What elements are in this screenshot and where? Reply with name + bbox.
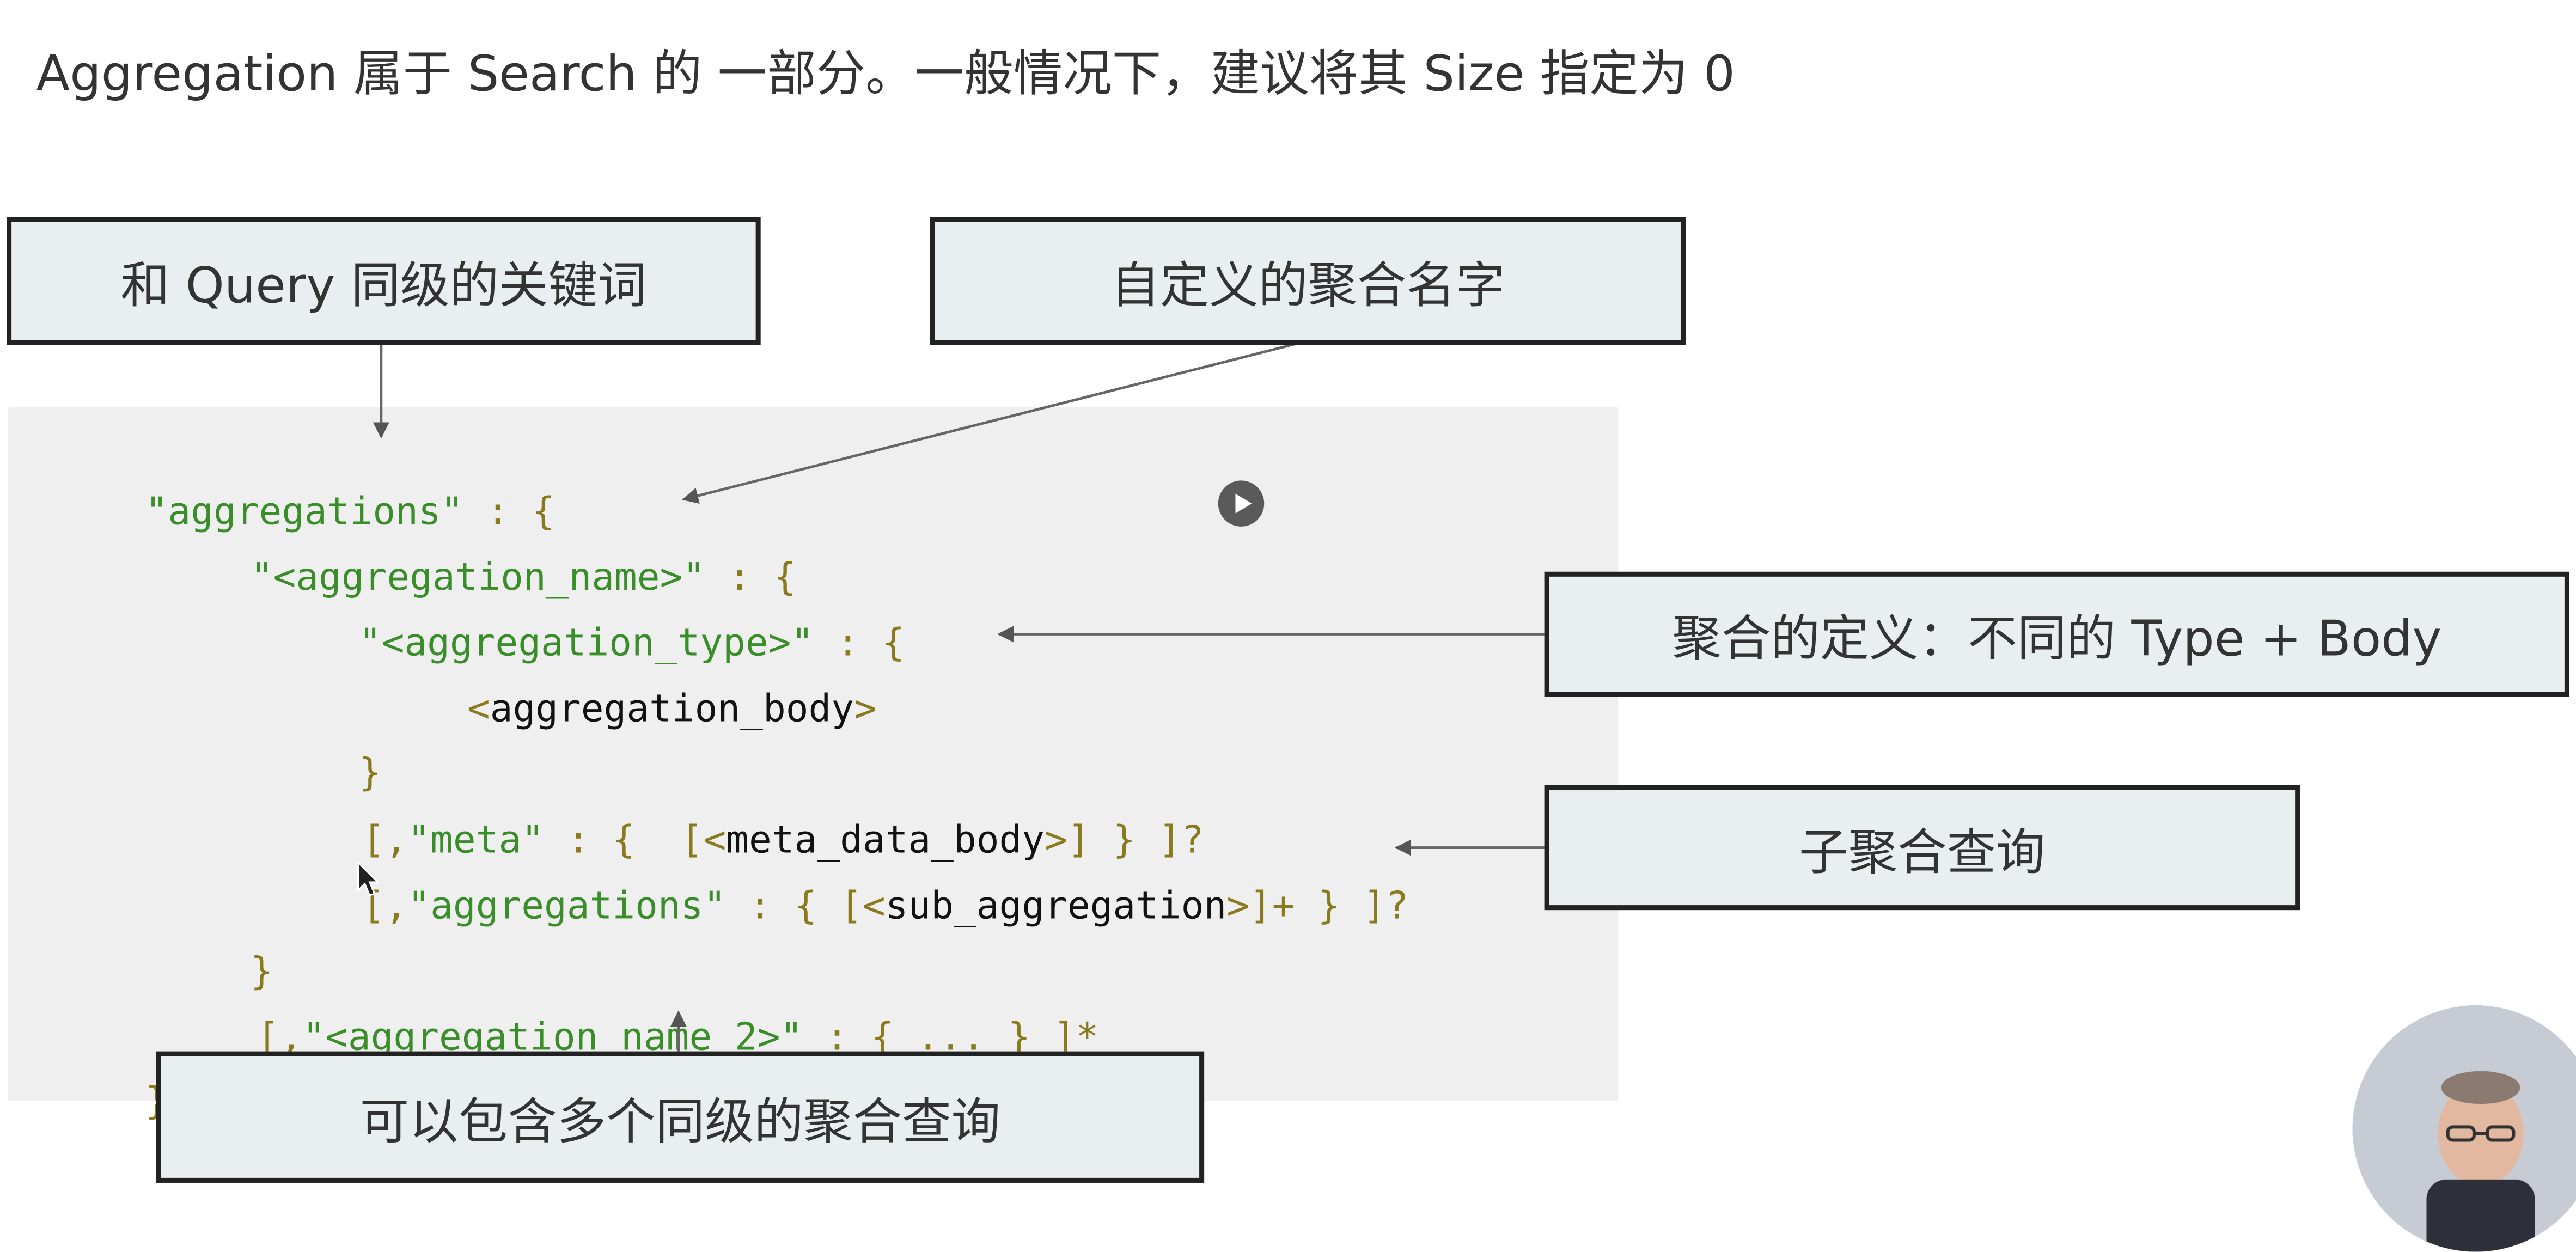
code-text: sub_aggregation [885,885,1227,929]
code-string: "<aggregation_name>" [250,557,706,600]
code-string: "<aggregation_type>" [358,622,814,665]
code-punct: : { [705,557,797,600]
code-line-4: <aggregation_body> [376,636,877,783]
code-punct: : { [< [726,885,886,929]
slide-heading: Aggregation 属于 Search 的 一部分。一般情况下，建议将其 S… [36,46,1735,104]
code-line-6: [,"meta" : { [<meta_data_body>] } ]? [271,767,1204,915]
code-block [8,407,1619,1101]
code-text: aggregation_body [490,688,854,731]
code-line-2: "<aggregation_name>" : { [160,504,797,652]
code-punct: : { [463,491,555,534]
code-punct: < [467,688,490,731]
code-punct: } [358,752,382,796]
connector-arrows [357,342,1548,1053]
code-line-5: } [268,700,382,847]
arrow-custom-name [681,342,1298,504]
cursor-icon [357,860,380,896]
code-punct: [, [362,820,408,863]
callout-query-keyword: 和 Query 同级的关键词 [7,217,761,345]
code-punct: > [854,688,877,731]
play-icon[interactable] [1217,480,1265,527]
callout-custom-name: 自定义的聚合名字 [930,217,1686,345]
callout-label: 和 Query 同级的关键词 [120,258,647,316]
code-punct: } [250,951,273,994]
callout-sub-aggregation: 子聚合查询 [1544,785,2300,911]
callout-label: 可以包含多个同级的聚合查询 [359,1094,1001,1152]
code-line-3: "<aggregation_type>" : { [268,570,905,718]
callout-definition: 聚合的定义：不同的 Type + Body [1544,571,2569,697]
code-line-8: } [160,899,273,1046]
callout-label: 自定义的聚合名字 [1110,258,1505,316]
code-punct: : { [814,622,905,665]
slide: Aggregation 属于 Search 的 一部分。一般情况下，建议将其 S… [7,46,2576,1252]
code-punct: >]+ } ]? [1226,885,1409,929]
callout-label: 聚合的定义：不同的 Type + Body [1672,611,2442,669]
code-line-7: [,"aggregations" : { [<sub_aggregation>]… [271,833,1409,980]
code-string: "aggregations" [407,885,727,929]
code-punct: >] } ]? [1045,820,1204,863]
code-punct: : { [< [544,820,727,863]
code-string: "meta" [407,820,545,863]
code-line-1: "aggregations" : { [54,438,555,586]
code-string: "aggregations" [145,491,464,534]
callout-multiple: 可以包含多个同级的聚合查询 [156,1051,1205,1183]
callout-label: 子聚合查询 [1799,825,2046,882]
code-text: meta_data_body [726,820,1045,863]
